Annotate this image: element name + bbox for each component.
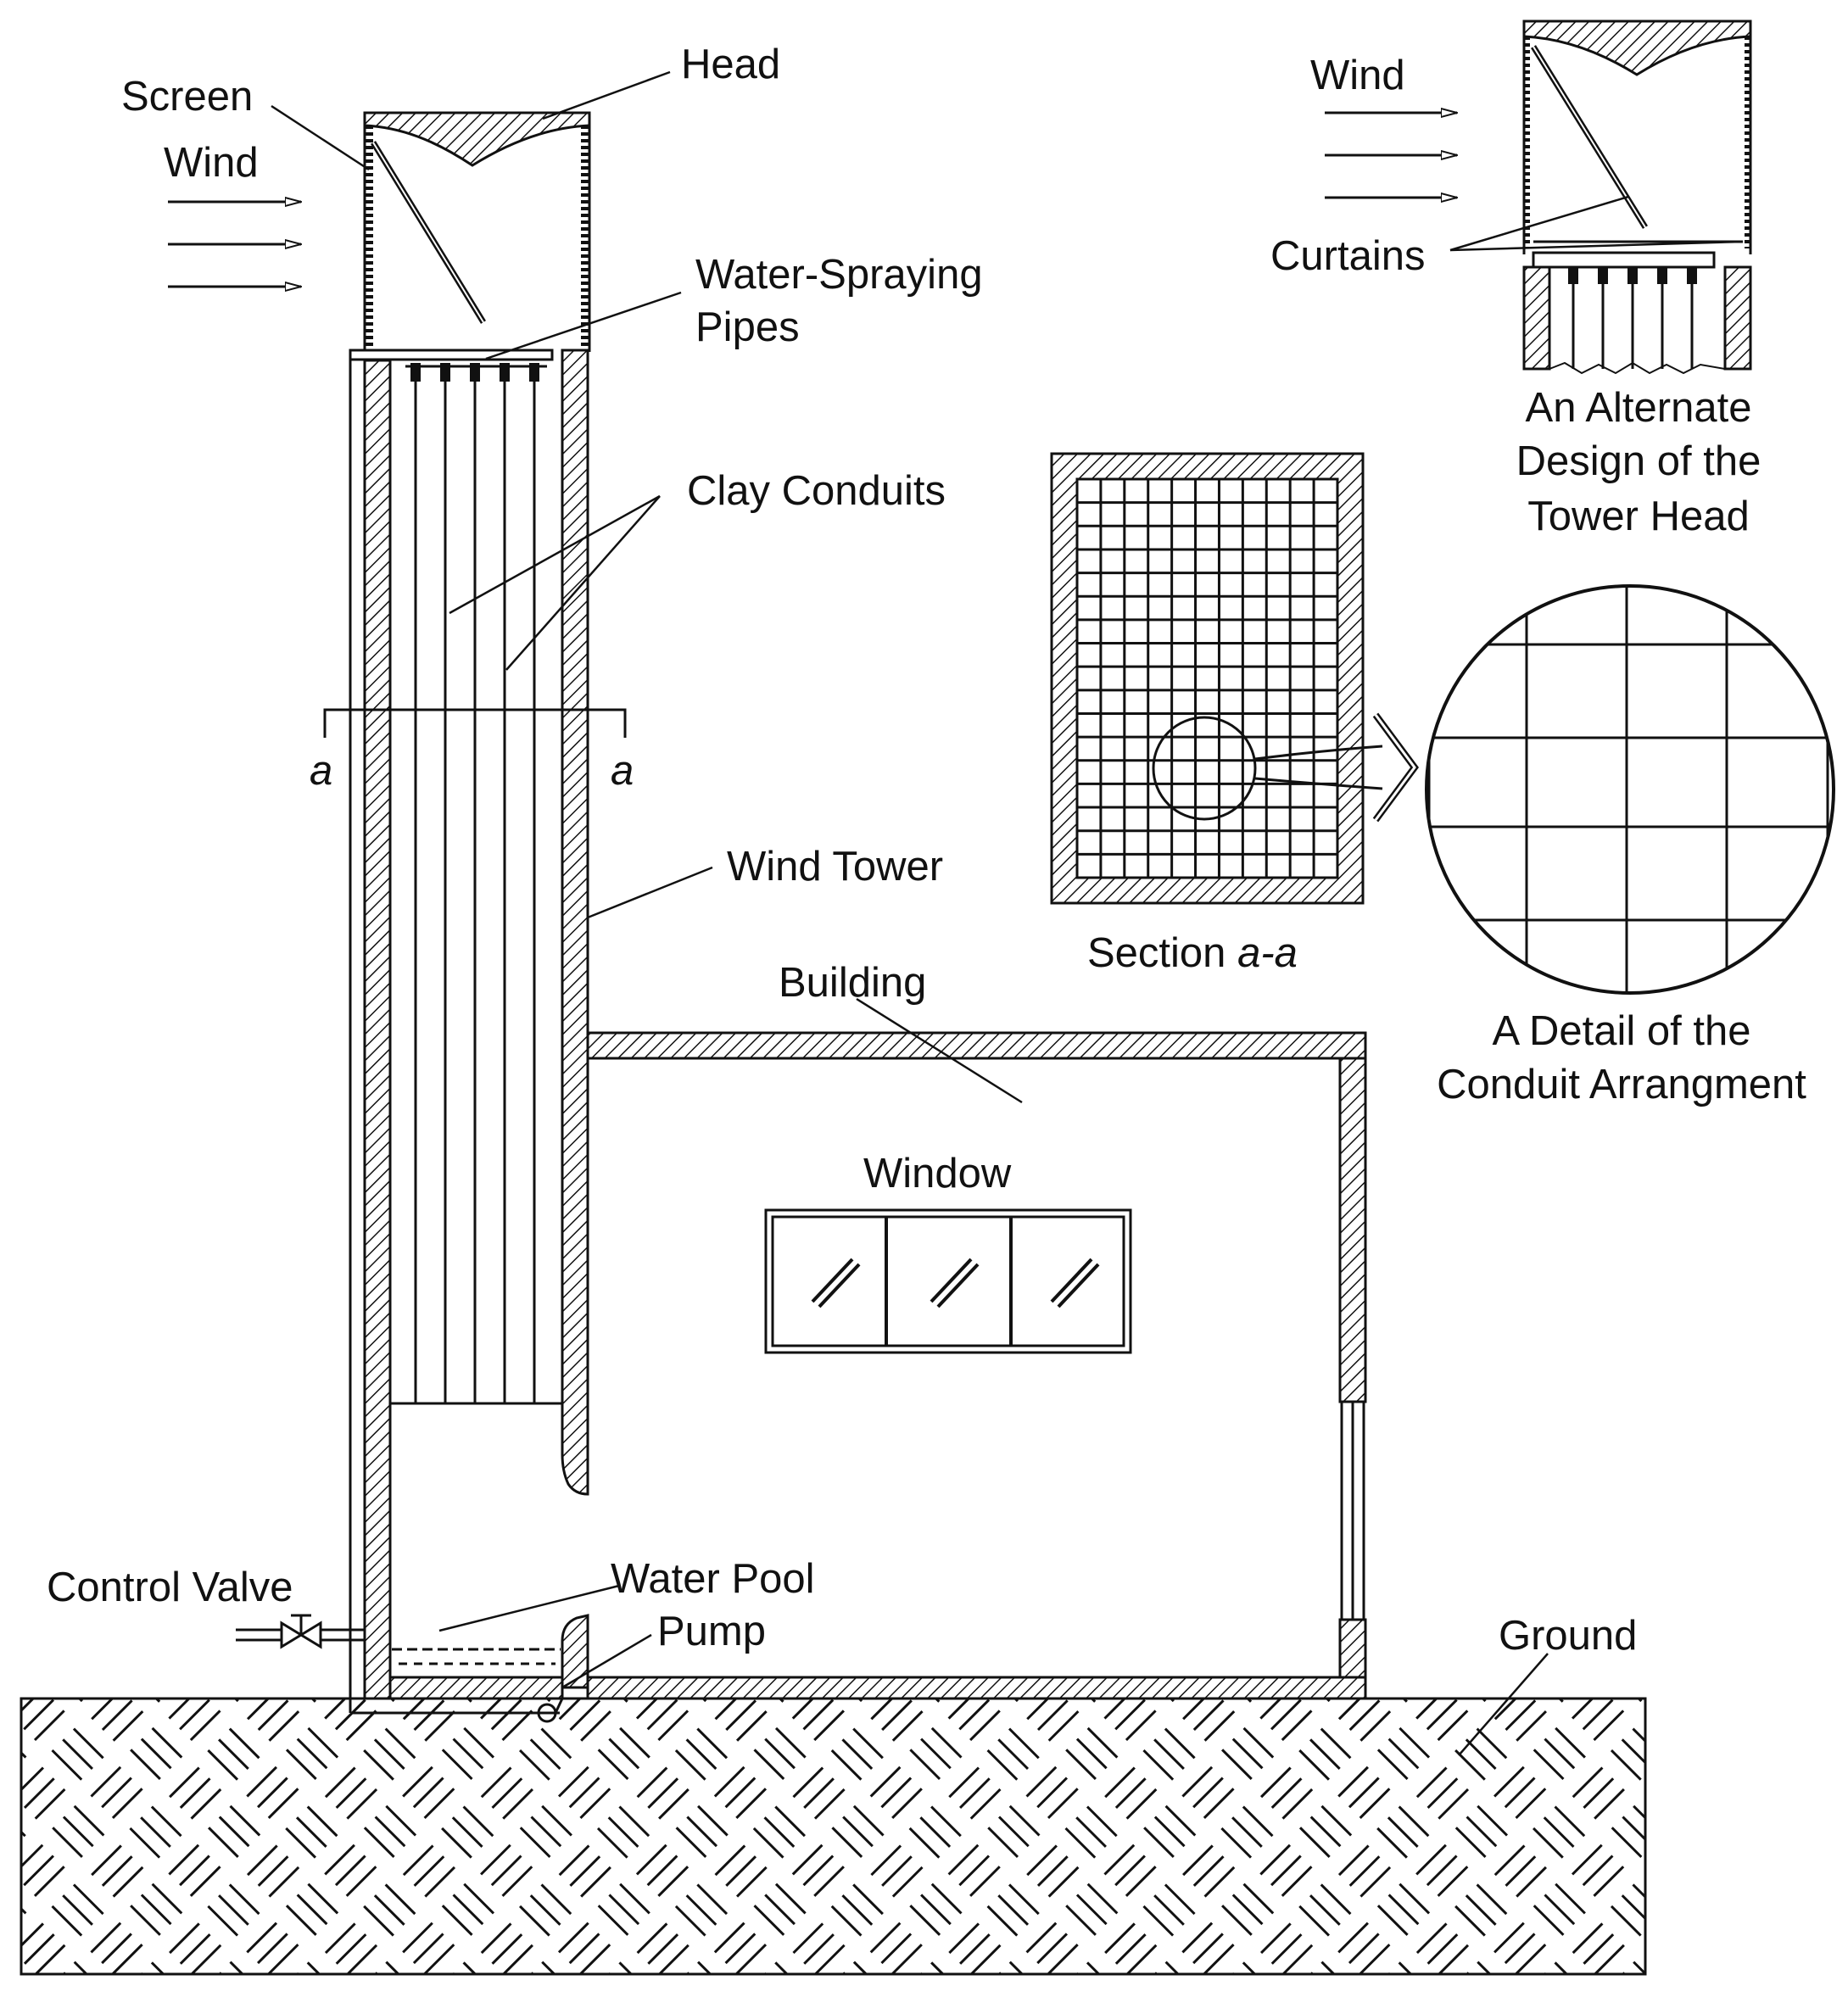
label-ground: Ground: [1499, 1613, 1637, 1659]
alt-spray-nozzle: [1627, 267, 1638, 284]
wind-arrows-alt: [1325, 113, 1457, 198]
label-wind-tower: Wind Tower: [727, 844, 943, 890]
label-water-pool: Water Pool: [611, 1556, 815, 1602]
label-water-spraying: Water-Spraying: [695, 252, 983, 298]
water-spraying-pipes: [405, 363, 547, 382]
section-a-a: [1050, 452, 1419, 905]
label-section-mark-right: a: [611, 748, 634, 794]
alt-spray-nozzle: [1657, 267, 1667, 284]
ground-mass: [20, 1697, 1647, 1976]
label-alt-design-3: Tower Head: [1527, 494, 1749, 539]
alt-spray-nozzle: [1687, 267, 1697, 284]
tower-right-wall: [561, 349, 589, 1496]
control-valve[interactable]: [236, 1614, 365, 1649]
water-pool: [392, 1648, 561, 1665]
label-head: Head: [681, 42, 780, 87]
alt-spray-nozzle: [1568, 267, 1578, 284]
conduit-detail-circle: [1425, 584, 1835, 995]
label-window: Window: [863, 1151, 1012, 1197]
pump: [537, 1698, 564, 1723]
clay-conduits: [414, 382, 536, 1403]
label-screen: Screen: [121, 74, 253, 120]
label-curtains: Curtains: [1270, 233, 1425, 279]
label-section-a-a: Section a-a: [1087, 930, 1298, 976]
label-detail-2: Conduit Arrangment: [1437, 1062, 1806, 1107]
wind-arrows-main: [168, 202, 301, 287]
leader-lines: [271, 70, 1744, 1756]
window: [764, 1208, 1132, 1354]
head-roof: [363, 111, 591, 167]
building: [350, 1031, 1367, 1715]
label-pipes: Pipes: [695, 304, 800, 350]
label-alt-design-1: An Alternate: [1526, 385, 1752, 431]
label-control-valve: Control Valve: [47, 1565, 293, 1610]
label-alt-design-2: Design of the: [1516, 438, 1761, 484]
label-clay-conduits: Clay Conduits: [687, 468, 946, 514]
label-detail-1: A Detail of the: [1492, 1008, 1750, 1054]
detail-callout-circle: [1152, 716, 1257, 821]
text-labels: Head Screen Wind Water-Spraying Pipes Cl…: [47, 42, 1806, 1659]
tower-head: [349, 111, 591, 361]
label-section-mark-left: a: [310, 748, 332, 794]
label-wind-main: Wind: [164, 140, 259, 186]
section-line-a-a: [323, 708, 627, 738]
label-building: Building: [779, 960, 926, 1006]
label-pump: Pump: [657, 1609, 766, 1654]
alt-spray-nozzle: [1598, 267, 1608, 284]
wind-tower: [349, 349, 589, 1713]
alternate-tower-head: [1522, 20, 1752, 375]
label-wind-alt: Wind: [1310, 53, 1405, 98]
